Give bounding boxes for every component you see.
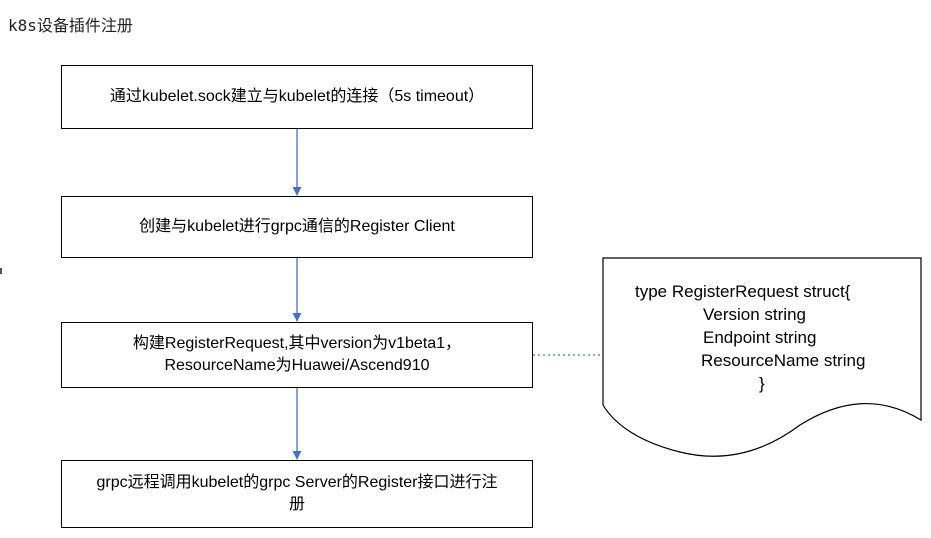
step-text-line-1: 构建RegisterRequest,其中version为v1beta1， xyxy=(132,335,462,352)
note-document-shape xyxy=(602,257,922,457)
step-box-grpc-register: grpc远程调用kubelet的grpc Server的Register接口进行… xyxy=(61,460,533,528)
note-line-1: type RegisterRequest struct{ xyxy=(635,282,851,301)
step-text: 通过kubelet.sock建立与kubelet的连接（5s timeout） xyxy=(109,88,485,105)
step-text: 创建与kubelet进行grpc通信的Register Client xyxy=(139,218,455,235)
step-text-line-2: ResourceName为Huawei/Ascend910 xyxy=(164,357,430,374)
step-text-line-1: grpc远程调用kubelet的grpc Server的Register接口进行… xyxy=(96,474,498,491)
step-box-connect: 通过kubelet.sock建立与kubelet的连接（5s timeout） xyxy=(61,65,533,129)
note-line-4: ResourceName string xyxy=(701,351,866,370)
note-line-3: Endpoint string xyxy=(703,328,817,347)
edge-mark xyxy=(0,268,2,274)
note-line-5: } xyxy=(759,374,765,393)
step-box-build-request: 构建RegisterRequest,其中version为v1beta1， Res… xyxy=(61,322,533,388)
page-title: k8s设备插件注册 xyxy=(8,16,133,35)
step-box-register-client: 创建与kubelet进行grpc通信的Register Client xyxy=(61,196,533,258)
note-line-2: Version string xyxy=(703,305,806,324)
step-text-line-2: 册 xyxy=(288,496,305,513)
